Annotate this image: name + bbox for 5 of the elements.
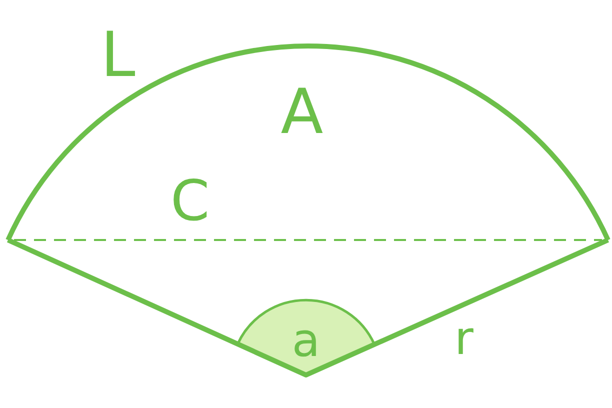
radius-label: r <box>454 315 474 361</box>
chord-label: C <box>170 174 210 230</box>
arc-length-label: L <box>100 24 136 86</box>
area-label: A <box>280 81 324 143</box>
angle-label: a <box>292 317 320 363</box>
